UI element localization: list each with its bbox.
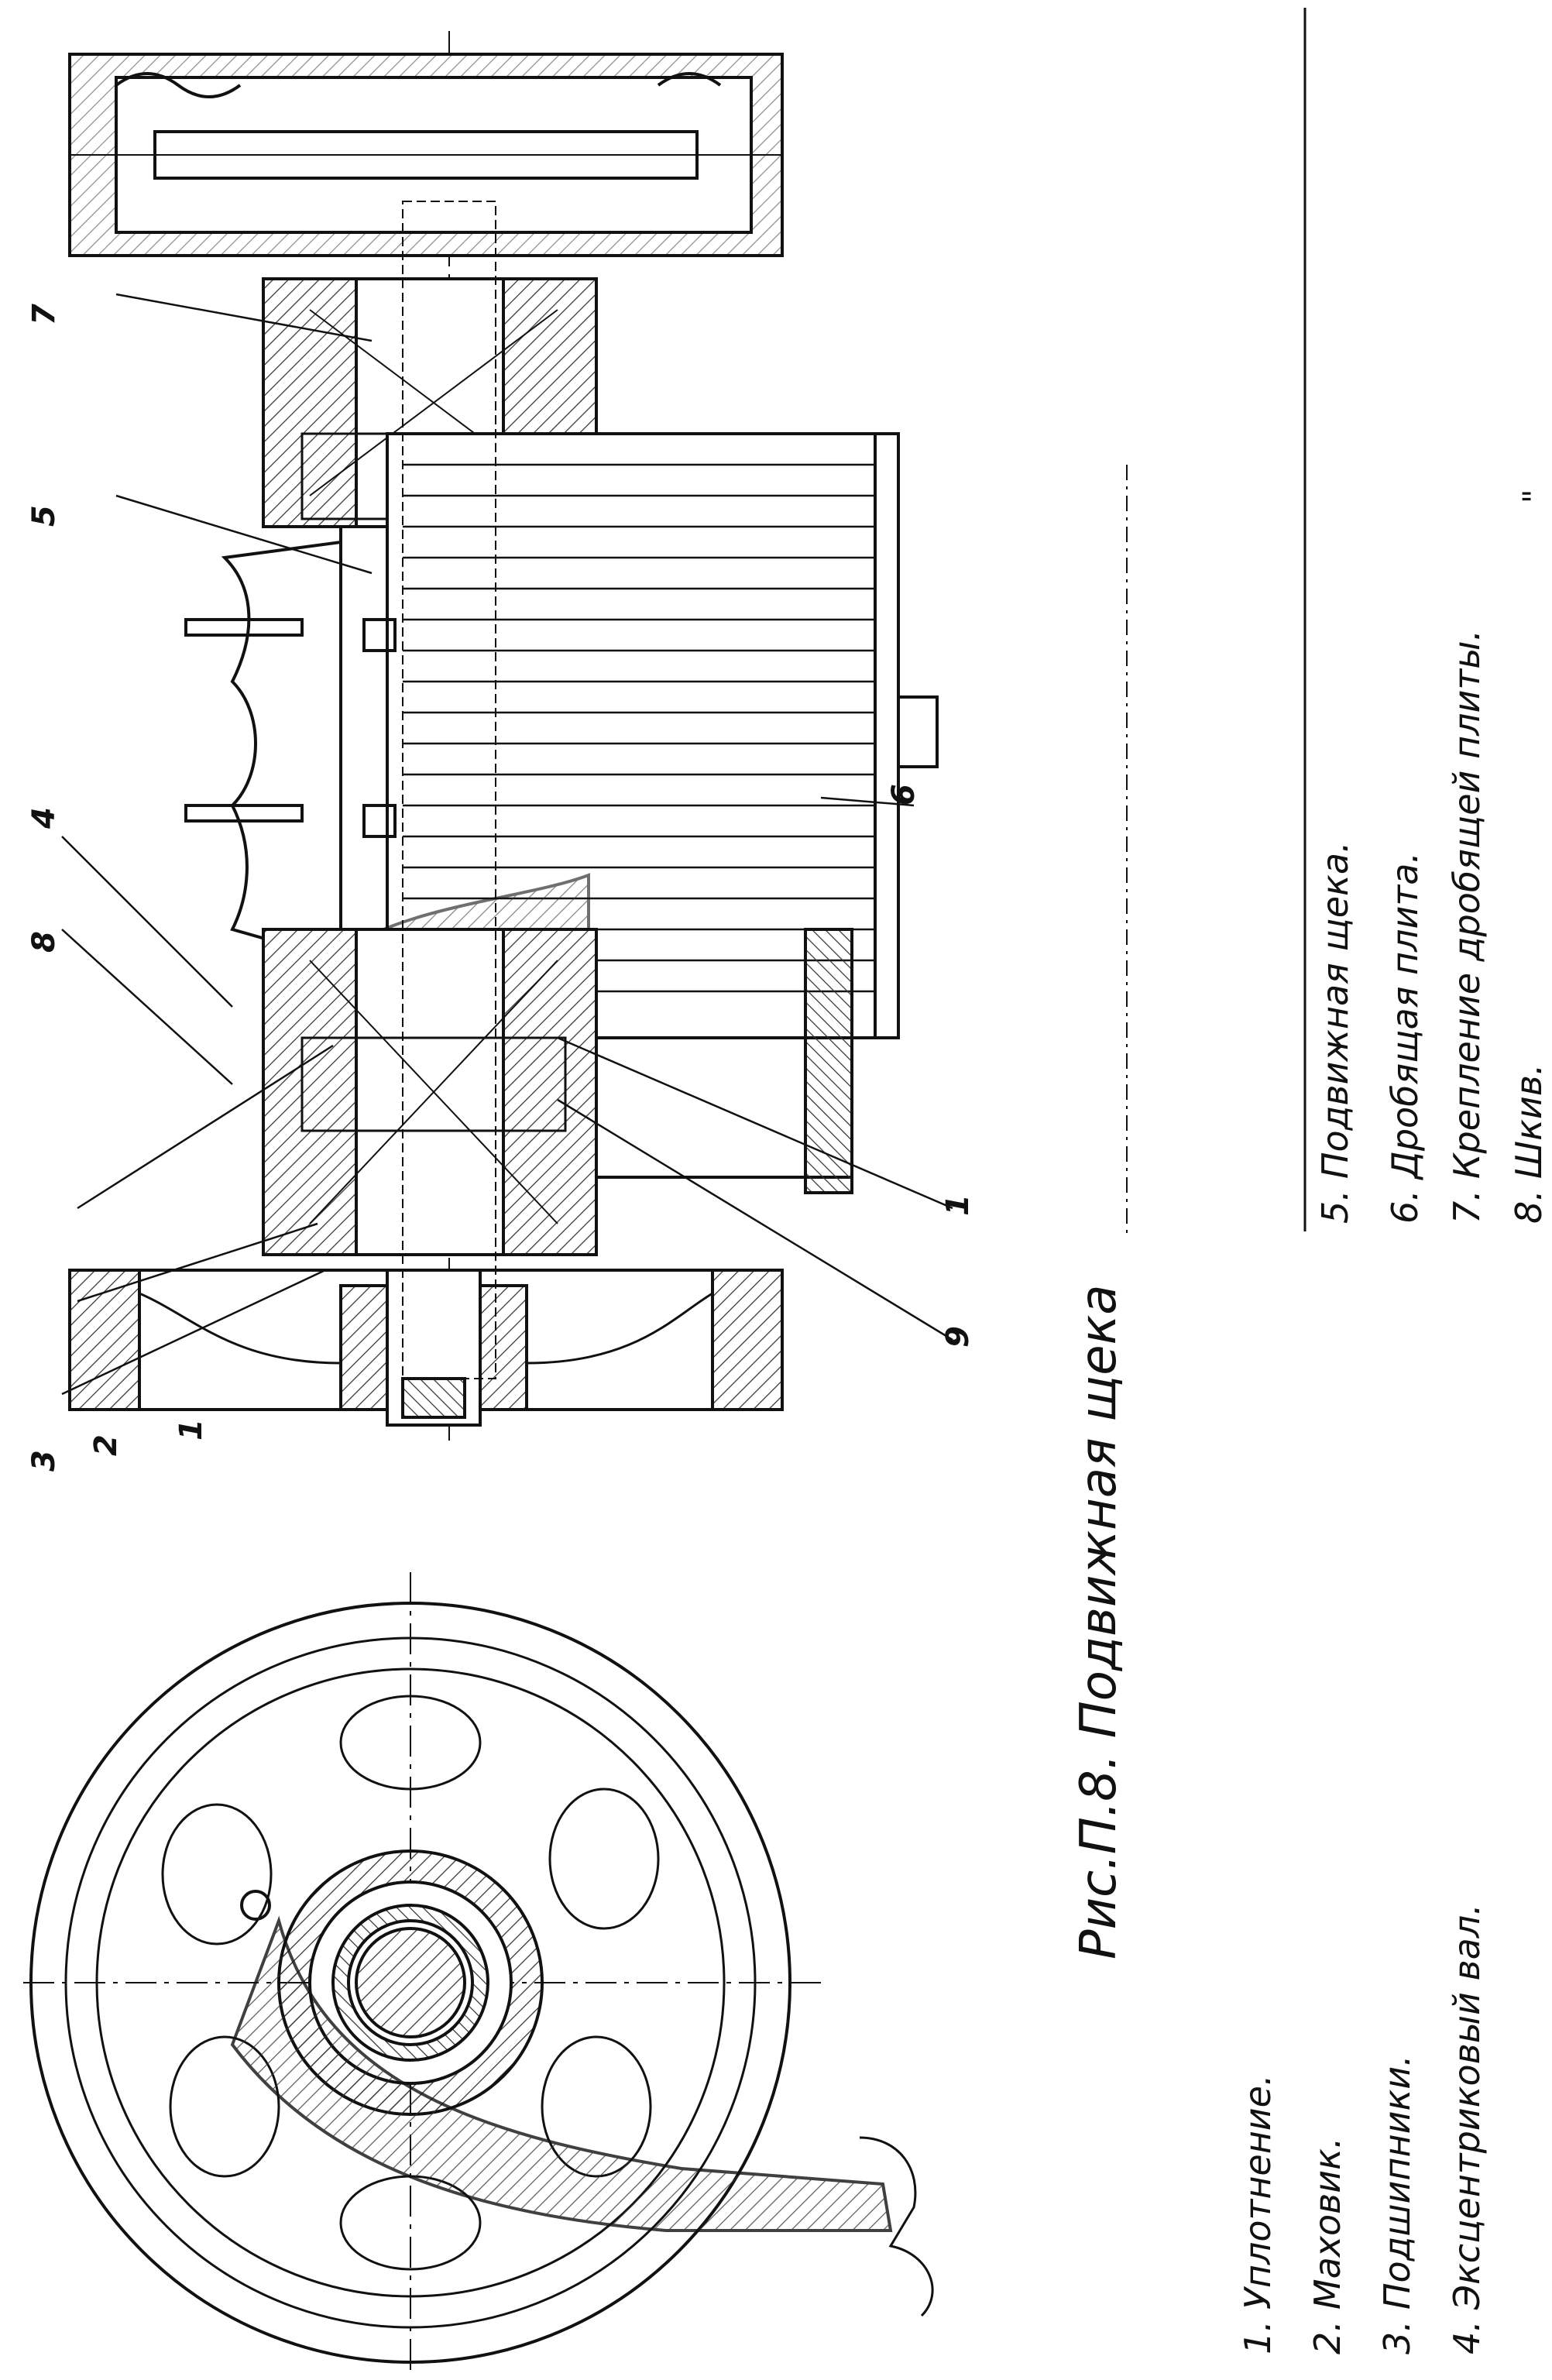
- legend-num: 3.: [1376, 2320, 1418, 2354]
- legend-text: Подшипники.: [1376, 2055, 1418, 2310]
- legend-item: 6. Дробящая плита.: [1384, 852, 1426, 1224]
- callout-label: 1: [173, 1419, 209, 1441]
- callout-label: 6: [886, 784, 922, 805]
- leader-lines: [61, 293, 953, 1396]
- legend-text: Шкив.: [1508, 1064, 1550, 1180]
- figure-caption: Рис.П.8. Подвижная щека: [1070, 1284, 1128, 1959]
- legend-left: 1. Уплотнение. 2. Маховик. 3. Подшипники. 4…: [1237, 1904, 1488, 2354]
- legend-item: 5. Подвижная щека.: [1314, 841, 1356, 1224]
- legend-item: 4. Эксцентриковый вал.: [1446, 1904, 1488, 2354]
- shaft-assembly-section: [68, 31, 939, 1441]
- moving-jaw-body: [184, 432, 939, 1055]
- caption-group: Рис.П.8. Подвижная щека: [1070, 1284, 1128, 1959]
- legend-text: Подвижная щека.: [1314, 841, 1356, 1179]
- legend-item: 7. Крепление дробящей плиты.: [1446, 630, 1488, 1224]
- legend-num: 4.: [1446, 2320, 1488, 2354]
- legend-item: 1. Уплотнение.: [1237, 2074, 1279, 2354]
- legend-item: 3. Подшипники.: [1376, 2055, 1418, 2354]
- callout-label: 4: [26, 807, 62, 829]
- legend-text: Уплотнение.: [1237, 2074, 1279, 2310]
- ditto-mark: ": [1517, 489, 1552, 503]
- legend-num: 1.: [1237, 2320, 1279, 2354]
- legend-right: 5. Подвижная щека. 6. Дробящая плита. 7. Кр…: [1303, 8, 1552, 1231]
- eccentric-shaft: [402, 201, 496, 1379]
- flywheel-bottom: [68, 1269, 784, 1427]
- callout-label: 7: [26, 304, 62, 325]
- callout-labels: 7 5 4 8 6 1 9 3 2 1: [26, 304, 976, 1472]
- legend-text: Дробящая плита.: [1384, 852, 1426, 1180]
- legend-num: 5.: [1314, 1190, 1356, 1224]
- callout-label: 2: [88, 1434, 124, 1456]
- legend-num: 6.: [1384, 1190, 1426, 1224]
- legend-text: Маховик.: [1306, 2137, 1348, 2310]
- legend-num: 2.: [1306, 2320, 1348, 2354]
- callout-label: 9: [940, 1326, 976, 1348]
- callout-label: 3: [26, 1450, 62, 1472]
- legend-item: 8. Шкив.: [1508, 1064, 1550, 1224]
- legend-text: Эксцентриковый вал.: [1446, 1904, 1488, 2310]
- legend-text: Крепление дробящей плиты.: [1446, 630, 1488, 1179]
- legend-num: 7.: [1446, 1190, 1488, 1224]
- bearing-housing-bottom: [262, 928, 853, 1256]
- pulley-top: [68, 53, 784, 257]
- legend-item: 2. Маховик.: [1306, 2137, 1348, 2354]
- flywheel-end-view: [23, 1572, 934, 2370]
- legend-num: 8.: [1508, 1190, 1550, 1224]
- callout-label: 5: [26, 505, 62, 527]
- callout-label: 8: [26, 931, 62, 953]
- callout-label: 1: [940, 1194, 976, 1216]
